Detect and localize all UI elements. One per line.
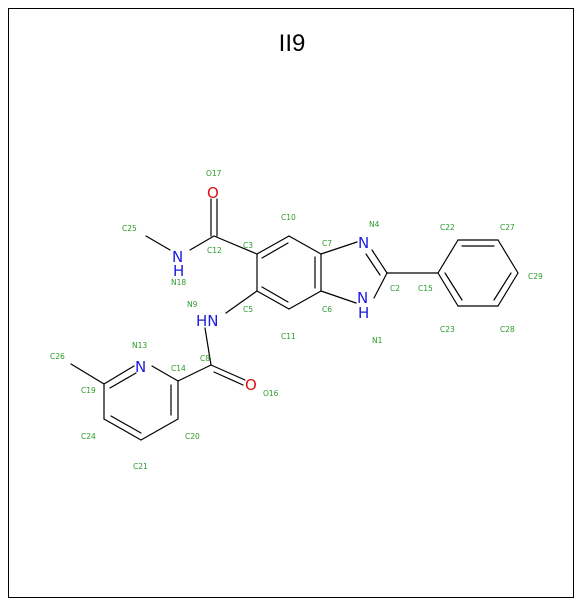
atom-label-n1: N1 bbox=[372, 336, 383, 345]
atom-label-o16: O16 bbox=[263, 389, 279, 398]
bond-c10-c7 bbox=[288, 235, 322, 255]
bonds bbox=[70, 198, 519, 441]
bond-c29-c28 bbox=[497, 272, 519, 307]
atom-n1-symbol: N bbox=[357, 289, 368, 307]
atom-label-c7: C7 bbox=[322, 239, 332, 248]
atom-label-c29: C29 bbox=[528, 272, 543, 281]
bond-c3-c12 bbox=[213, 235, 258, 255]
bond-c29-c28-double bbox=[493, 272, 512, 301]
atom-label-c27: C27 bbox=[500, 223, 515, 232]
bond-c11-c5 bbox=[256, 290, 290, 310]
atom-label-c14: C14 bbox=[171, 364, 186, 373]
bond-c3-c10-double bbox=[261, 242, 289, 259]
atom-label-n13: N13 bbox=[132, 341, 147, 350]
atom-label-c24: C24 bbox=[81, 432, 96, 441]
atom-label-c6: C6 bbox=[322, 305, 332, 314]
bond-c19-c26 bbox=[70, 363, 105, 385]
bond-c5-n9 bbox=[225, 290, 258, 314]
atom-o17-symbol: O bbox=[207, 184, 219, 202]
atom-label-c26: C26 bbox=[50, 352, 65, 361]
atom-label-c25: C25 bbox=[122, 224, 137, 233]
atom-label-c2: C2 bbox=[390, 284, 400, 293]
bond-c8-o16-double bbox=[213, 371, 244, 386]
atom-n18-symbol: N bbox=[172, 248, 183, 266]
molecule-title: II9 bbox=[278, 30, 306, 57]
atom-label-c8: C8 bbox=[200, 354, 210, 363]
bond-c24-c21-double bbox=[110, 415, 142, 434]
atom-label-c3: C3 bbox=[243, 241, 253, 250]
atom-labels: C2 C3 C5 C6 C7 C8 C10 C11 C12 C14 C15 C1… bbox=[50, 169, 543, 471]
element-symbols: N N H HN N H N O O bbox=[135, 184, 369, 394]
diagram-frame bbox=[8, 8, 574, 598]
atom-n18-hydrogen: H bbox=[173, 262, 184, 280]
atom-n13-symbol: N bbox=[135, 358, 146, 376]
bond-c3-c10 bbox=[256, 235, 290, 255]
bond-n4-c2 bbox=[371, 249, 388, 274]
atom-label-c28: C28 bbox=[500, 325, 515, 334]
atom-label-n18: N18 bbox=[171, 278, 186, 287]
atom-n9-symbol: HN bbox=[196, 312, 219, 330]
atom-n4-symbol: N bbox=[358, 234, 369, 252]
bond-n1-c6 bbox=[320, 290, 357, 304]
atom-label-c10: C10 bbox=[281, 213, 296, 222]
bond-c8-o16 bbox=[210, 364, 246, 381]
bond-c27-c29 bbox=[497, 239, 519, 274]
bond-c14-n13 bbox=[151, 365, 179, 382]
atom-label-o17: O17 bbox=[206, 169, 222, 178]
bond-n9-c8 bbox=[204, 327, 212, 366]
bond-c7-n4 bbox=[320, 241, 358, 255]
atom-label-n4: N4 bbox=[369, 220, 380, 229]
bond-c21-c20 bbox=[140, 418, 179, 441]
bond-c2-n1 bbox=[373, 272, 388, 299]
atom-label-c21: C21 bbox=[133, 462, 148, 471]
bond-c23-c15-double bbox=[444, 272, 463, 301]
bond-c15-c22 bbox=[437, 239, 459, 274]
atom-label-n9: N9 bbox=[187, 300, 198, 309]
atom-label-c19: C19 bbox=[81, 386, 96, 395]
atom-label-c23: C23 bbox=[440, 325, 455, 334]
atom-n1-hydrogen: H bbox=[358, 304, 369, 322]
atom-label-c20: C20 bbox=[185, 432, 200, 441]
bond-n18-c25 bbox=[145, 235, 171, 251]
atom-label-c15: C15 bbox=[418, 284, 433, 293]
atom-label-c5: C5 bbox=[243, 305, 253, 314]
bond-n13-c19 bbox=[103, 365, 135, 385]
bond-c11-c5-double bbox=[261, 286, 289, 303]
bond-c6-c11 bbox=[288, 290, 322, 310]
bond-c23-c15 bbox=[437, 272, 459, 307]
atom-label-c11: C11 bbox=[281, 332, 296, 341]
atom-o16-symbol: O bbox=[245, 376, 257, 394]
bond-c8-c14 bbox=[177, 364, 212, 382]
bond-n4-c2-double bbox=[365, 253, 381, 276]
atom-label-c22: C22 bbox=[440, 223, 455, 232]
bond-n13-c19-double bbox=[109, 372, 137, 389]
bond-c12-n18 bbox=[189, 235, 215, 251]
atom-label-c12: C12 bbox=[207, 246, 222, 255]
bond-c24-c21 bbox=[103, 418, 142, 441]
